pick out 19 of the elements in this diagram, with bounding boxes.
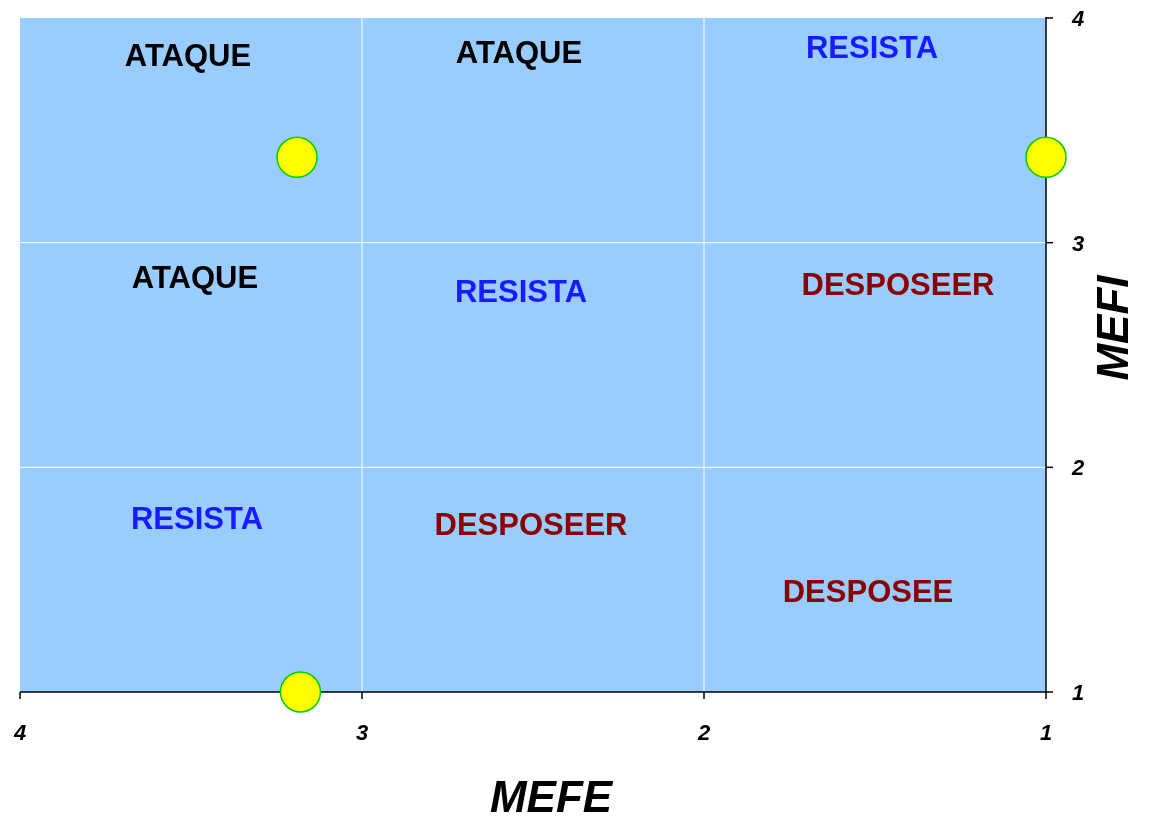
tick-label: 4	[1072, 6, 1085, 31]
tick-label: 1	[1072, 680, 1085, 705]
tick-label: 1	[1039, 720, 1053, 745]
quadrant-label: RESISTA	[130, 501, 264, 536]
axis-title: MEFE	[489, 772, 613, 817]
quadrant-label: DESPOSEE	[782, 574, 954, 609]
quadrant-label: DESPOSEER	[801, 267, 995, 302]
tick-label: 2	[697, 720, 711, 745]
tick-label: 4	[13, 720, 27, 745]
quadrant-label: RESISTA	[454, 274, 588, 309]
quadrant-label: ATAQUE	[455, 35, 583, 70]
tick-label: 3	[1072, 230, 1085, 256]
tick-label: 3	[355, 720, 369, 745]
tick-label: 2	[1072, 455, 1085, 481]
quadrant-label: RESISTA	[805, 30, 939, 65]
quadrant-label: DESPOSEER	[434, 507, 628, 542]
axis-title: MEFI	[1088, 275, 1137, 381]
quadrant-label: ATAQUE	[131, 260, 259, 295]
quadrant-label: ATAQUE	[124, 38, 252, 73]
